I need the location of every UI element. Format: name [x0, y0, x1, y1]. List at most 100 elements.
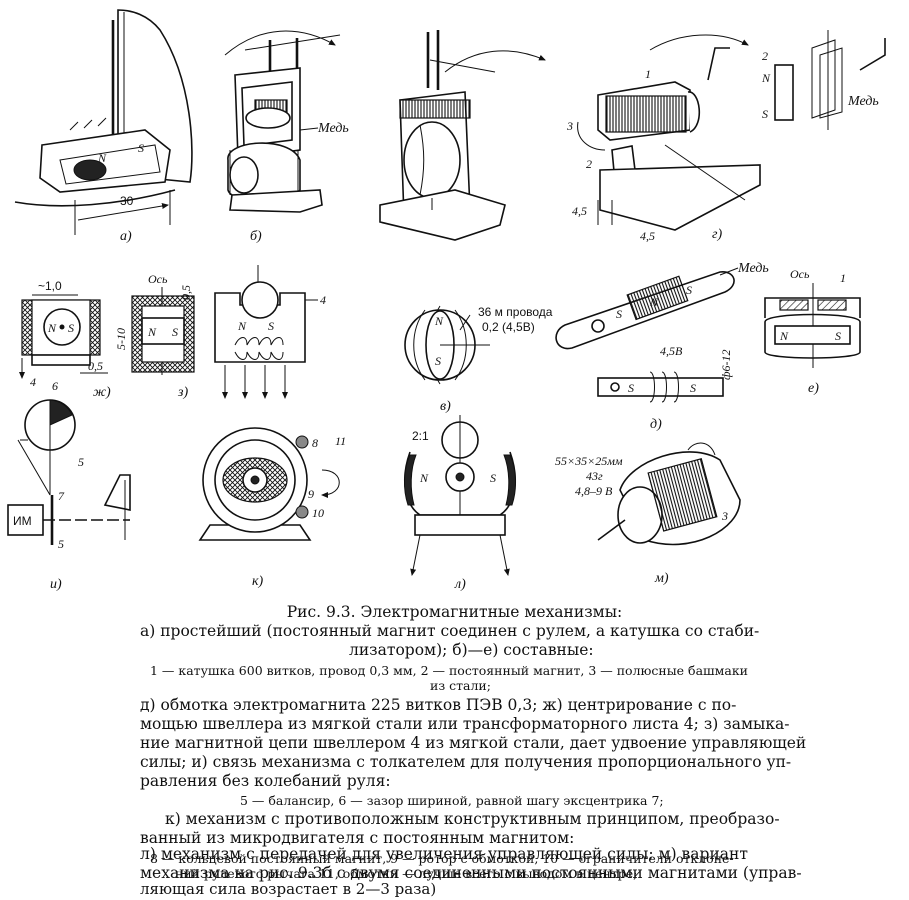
s-d-top-1: S	[616, 307, 622, 321]
s-l: S	[490, 471, 496, 485]
num-11-k: 11	[335, 434, 346, 448]
fig-b-label: б)	[250, 229, 262, 244]
num-4-yoke: 4	[320, 293, 326, 307]
caption-title: Рис. 9.3. Электромагнитные механизмы:	[286, 603, 623, 621]
num-10-k: 10	[312, 506, 324, 520]
n-yoke: N	[237, 319, 247, 333]
fig-e: Ось 1 N S е)	[764, 267, 861, 396]
num-2-g: 2	[586, 157, 592, 171]
fig-d: S N S Медь 4,5В S S ф6-12 д)	[555, 261, 769, 432]
fig-d-label: д)	[650, 417, 662, 432]
wire-v-line2: 0,2 (4,5В)	[482, 320, 535, 334]
s-zh: S	[68, 321, 74, 335]
num-2-g-side: 2	[762, 49, 768, 63]
fig-g: 1 3 2 4,5 4,5 г) 2 N S Медь	[566, 30, 886, 243]
num-1-g: 1	[645, 67, 651, 81]
figure-drawings: N S 30 а) Медь б)	[7, 9, 886, 592]
caption-a-line2: лизатором); б)—е) составные:	[349, 641, 594, 659]
s-e: S	[835, 329, 841, 343]
svg-text:S: S	[138, 141, 144, 155]
dim-0-5-zh: 0,5	[88, 359, 103, 373]
fig-k: 8 11 9 10 к)	[198, 427, 346, 589]
n-v: N	[434, 314, 444, 328]
legend3-line1: 8 — кольцевой постоянный магнит, 9 — рот…	[150, 851, 734, 866]
dim-1-0-label: ~1,0	[38, 279, 62, 293]
num-1-e: 1	[840, 271, 846, 285]
fig-m: 55×35×25мм 43г 4,8–9 В 3 м)	[555, 442, 741, 586]
fig-i-label: и)	[50, 577, 62, 592]
caption-d-line4: силы; и) связь механизма с толкателем дл…	[140, 753, 792, 771]
ratio-l-label: 2:1	[412, 429, 429, 443]
s-d-bottom-2: S	[690, 381, 696, 395]
caption-d-line3: ние магнитной цепи швеллером 4 из мягкой…	[140, 734, 807, 752]
n-g-side: N	[761, 71, 771, 85]
legend1-line2: из стали;	[430, 678, 491, 693]
fig-z-label: з)	[177, 385, 188, 400]
fig-v-label: в)	[440, 399, 451, 414]
m-line3: 4,8–9 В	[575, 484, 613, 498]
legend1-line1: 1 — катушка 600 витков, провод 0,3 мм, 2…	[150, 663, 748, 678]
num-3-g: 3	[566, 119, 573, 133]
fig-b: Медь б)	[224, 30, 349, 244]
copper-g-label: Медь	[847, 94, 879, 109]
fig-zh-label: ж)	[93, 385, 111, 400]
caption-k-line2: ванный из микродвигателя с постоянным ма…	[140, 829, 575, 847]
wire-v-line1: 36 м провода	[478, 305, 553, 319]
fig-v: N S 36 м провода 0,2 (4,5В) в)	[404, 305, 553, 414]
s-g-side: S	[762, 107, 768, 121]
s-yoke: S	[268, 319, 274, 333]
dim-30-label: 30	[120, 194, 134, 208]
fig-m-label: м)	[654, 571, 669, 586]
num-5-i-bottom: 5	[58, 537, 64, 551]
fig-a-label: а)	[120, 229, 132, 244]
fig-e-label: е)	[808, 381, 819, 396]
fig-a: N S 30 а)	[14, 9, 193, 244]
figure-caption: Рис. 9.3. Электромагнитные механизмы: а)…	[0, 600, 909, 900]
s-d-bottom-1: S	[628, 381, 634, 395]
num-6-i: 6	[52, 379, 58, 393]
s-v: S	[435, 354, 441, 368]
n-l: N	[419, 471, 429, 485]
fig-l-label: л)	[454, 577, 466, 592]
axis-z-label: Ось	[148, 272, 168, 286]
axis-e-label: Ось	[790, 267, 810, 281]
n-zh: N	[47, 321, 57, 335]
n-e: N	[779, 329, 789, 343]
num-7-i: 7	[58, 489, 65, 503]
caption-d-line5: равления без колебаний руля:	[140, 772, 391, 790]
num-8-k: 8	[312, 436, 318, 450]
num-5-i-top: 5	[78, 455, 84, 469]
fig-g-label: г)	[712, 227, 722, 242]
dim-4-5-left: 4,5	[572, 204, 587, 218]
fig-z: Ось 0,5 N S 5-10 з)	[114, 272, 195, 400]
caption-l-line1: л) механизм с передачей для увеличения у…	[140, 845, 748, 863]
copper-b-label: Медь	[317, 121, 349, 136]
caption-d-line1: д) обмотка электромагнита 225 витков ПЭВ…	[140, 696, 737, 714]
s-d-top-2: S	[686, 283, 692, 297]
legend2: 5 — балансир, 6 — зазор шириной, равной …	[240, 793, 664, 808]
num-3-m: 3	[721, 509, 728, 523]
num-4-zh: 4	[30, 375, 36, 389]
dia-d-label: ф6-12	[719, 349, 733, 380]
fig-yoke: N S 4	[214, 265, 326, 399]
caption-k-line1: к) механизм с противоположным конструкти…	[165, 810, 780, 828]
n-z: N	[147, 325, 157, 339]
caption-l-line2: механизма на рис. 9.3б с двумя соединенн…	[140, 864, 802, 882]
dim-5-10: 5-10	[114, 328, 128, 350]
copper-d-label: Медь	[737, 261, 769, 276]
num-9-k: 9	[308, 487, 314, 501]
fig-i: 6 5 7 ИМ 5 и)	[7, 379, 131, 592]
legend3-line2: ний рулевого рычага 11, обмотки — лучше …	[175, 866, 638, 881]
m-line2: 43г	[586, 469, 603, 483]
fig-zh: ~1,0 N S 4 0,5 ж)	[19, 279, 111, 400]
fig-k-label: к)	[252, 574, 264, 589]
svg-text:N: N	[97, 151, 107, 165]
dim-4-5-right: 4,5	[640, 229, 655, 243]
fig-v-top	[379, 30, 546, 241]
caption-a-line1: а) простейший (постоянный магнит соедине…	[140, 622, 760, 640]
n-d-top: N	[649, 295, 659, 309]
volt-d-label: 4,5В	[660, 344, 683, 358]
caption-d-line2: мощью швеллера из мягкой стали или транс…	[140, 715, 790, 733]
im-label: ИМ	[13, 514, 32, 528]
caption-l-line3: ляющая сила возрастает в 2—3 раза)	[140, 880, 437, 898]
